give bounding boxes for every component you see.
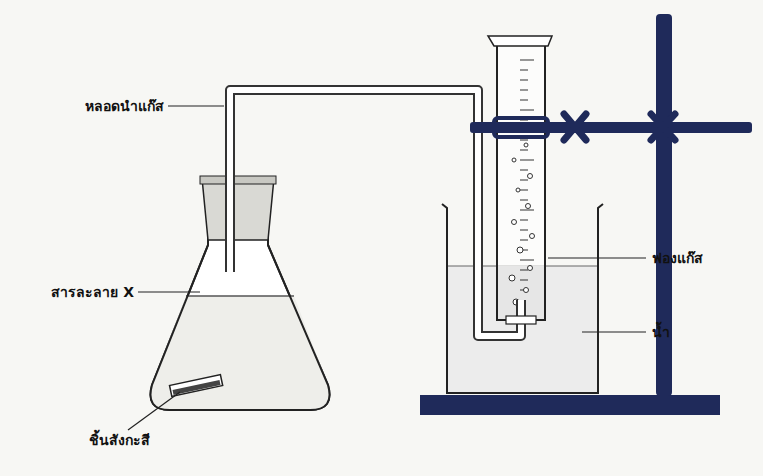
tick-mark [520,240,528,241]
cylinder-spout [488,36,552,46]
tick-mark [520,280,528,281]
leader-line [582,331,646,332]
gas-bubble [528,266,533,271]
gas-bubble [516,188,520,192]
clamp-knob [564,114,586,140]
leader-line [138,291,200,292]
clamp-jaw [494,118,548,137]
stopper-top [200,176,276,184]
gas-bubble [509,275,515,281]
tick-mark [520,80,528,81]
boss-head-knob [651,114,675,140]
tick-mark [520,140,528,141]
clamp-arm [470,122,752,133]
tick-mark [520,210,534,211]
tick-mark [520,90,528,91]
tick-mark [520,70,528,71]
tick-mark [520,150,528,151]
gas-bubble [526,204,531,209]
graduated-cylinder [497,44,545,320]
tick-mark [520,260,534,261]
tick-mark [520,160,534,161]
gas-bubble [512,158,516,162]
zinc-strip [170,375,223,397]
gas-bubble [524,143,528,147]
tick-mark [520,190,528,191]
gas-bubble [512,220,517,225]
bubble-label: ฟองแก๊ส [652,250,703,267]
tick-mark [520,270,528,271]
tick-mark [520,200,528,201]
leader-line [128,392,180,430]
gas-bubbles [509,143,535,305]
tick-mark [520,220,528,221]
tick-mark [520,170,528,171]
gas-bubble [528,174,533,179]
tick-mark [520,100,528,101]
gas-bubble [530,234,535,239]
tick-mark [520,230,528,231]
tube-label: หลอดนำแก๊ส [85,98,164,115]
solution-x [150,296,329,410]
leader-line [548,257,646,258]
solution-label: สารละลาย X [51,284,134,301]
beaker [442,204,603,393]
flask-outline [150,245,329,410]
tick-mark [520,180,528,181]
leader-line [168,105,224,106]
gas-bubble [517,247,523,253]
gas-bubble [524,288,529,293]
tick-mark [520,60,534,61]
cylinder-mouth [506,316,536,324]
stopper [202,178,274,240]
water-label: น้ำ [652,324,670,341]
graduation-marks [520,60,534,290]
stand-base [420,395,720,415]
tick-mark [520,110,534,111]
liquid-level [186,295,294,297]
zinc-label: ชิ้นสังกะสี [89,432,150,449]
